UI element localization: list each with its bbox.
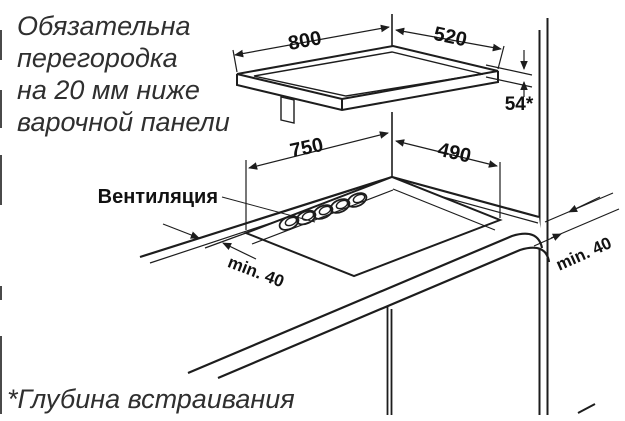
installation-depth-note: *Глубина встраивания — [7, 384, 295, 414]
junction-box — [280, 96, 295, 124]
partition-note: Обязательна перегородка на 20 мм ниже ва… — [17, 10, 230, 138]
ventilation-label: Вентиляция — [98, 186, 218, 208]
ventilation-callout: Вентиляция — [98, 186, 316, 223]
wall-line — [538, 18, 549, 415]
dim-490-label: 490 — [436, 139, 473, 168]
cutout-opening — [243, 175, 503, 278]
dim-built-in-depth: 54* — [485, 50, 534, 115]
dim-800-label: 800 — [286, 27, 323, 55]
min40-right-label: min. 40 — [553, 233, 614, 274]
dim-520-label: 520 — [432, 23, 469, 51]
dim-750-label: 750 — [288, 134, 325, 162]
dim-panel-width: 800 — [232, 24, 390, 73]
cabinet-lines — [386, 307, 596, 415]
partition-note-line: перегородка — [17, 43, 178, 73]
partition-note-line: Обязательна — [17, 11, 191, 41]
dim-54-label: 54* — [505, 94, 534, 115]
partition-note-line: варочной панели — [17, 107, 230, 137]
cooktop-panel — [236, 44, 499, 124]
partition-note-line: на 20 мм ниже — [17, 75, 200, 105]
